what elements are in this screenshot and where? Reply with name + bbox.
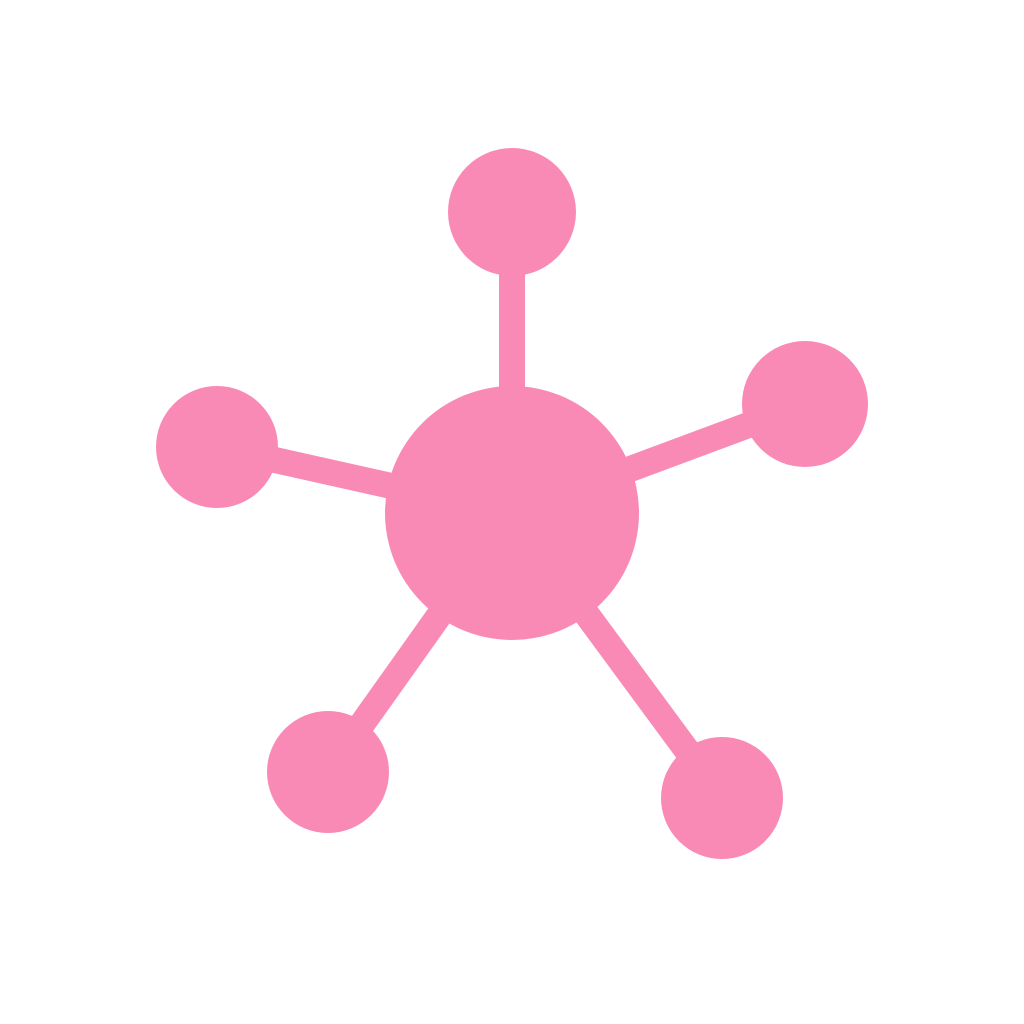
hub-node (385, 386, 639, 640)
satellite-node-left (156, 386, 278, 508)
satellite-node-bottom-left (267, 711, 389, 833)
nodes (156, 148, 868, 859)
satellite-node-top (448, 148, 576, 276)
satellite-node-right (742, 341, 868, 467)
satellite-node-bottom-right (661, 737, 783, 859)
